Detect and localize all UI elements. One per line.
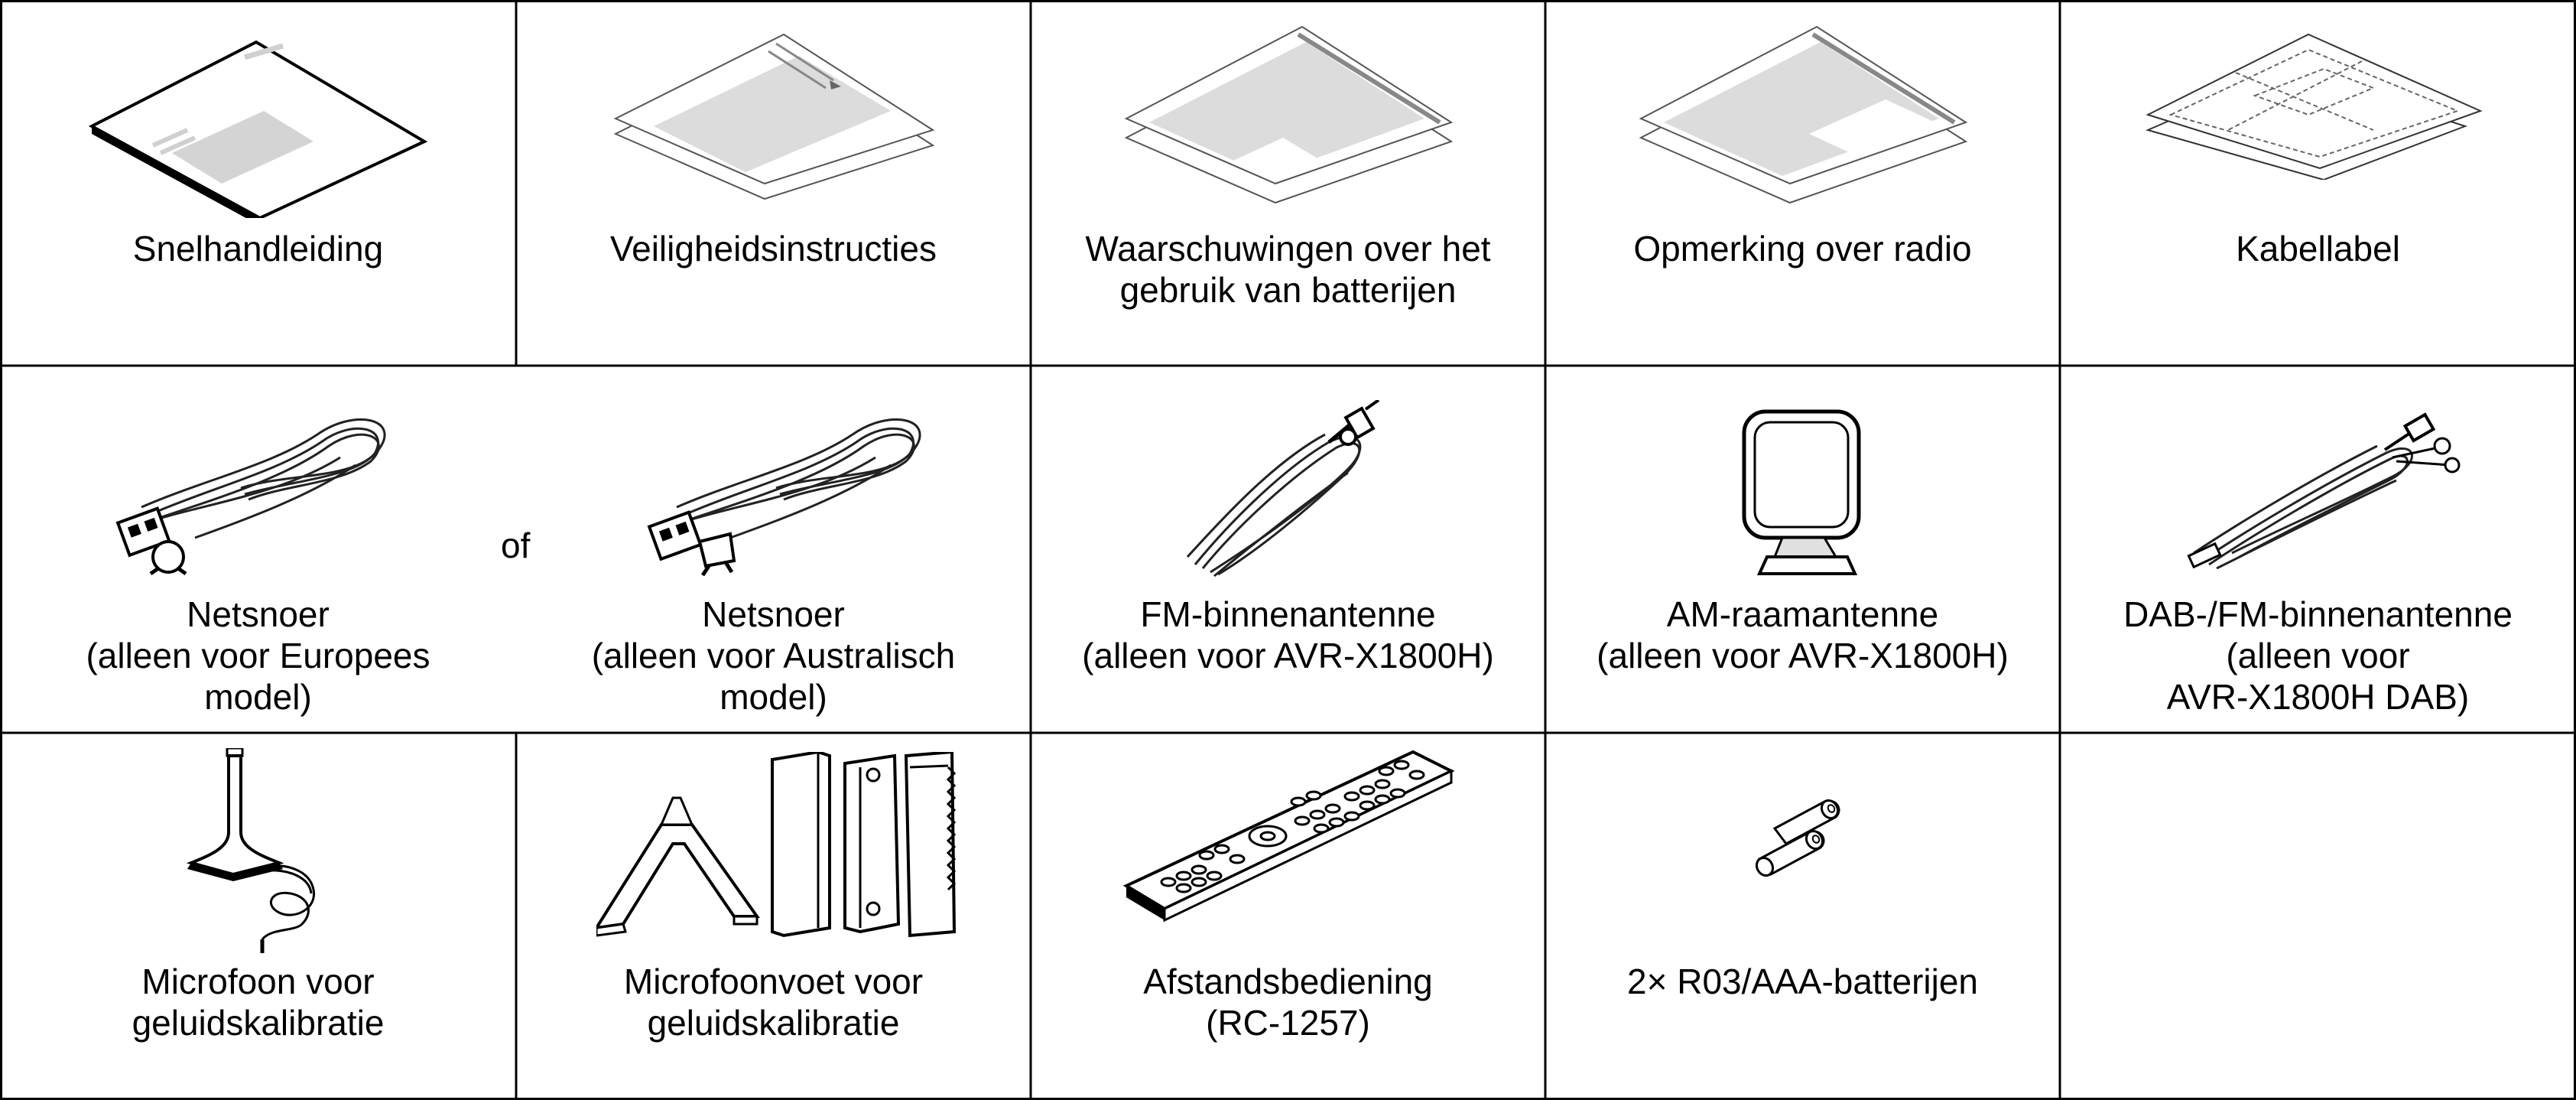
cable-label-icon <box>2146 33 2483 180</box>
item-caption: Opmerking over radio <box>1633 229 1972 268</box>
microphone-stand-icon <box>596 752 957 938</box>
item-caption: DAB-/FM-binnenantenne (alleen voor AVR-X… <box>2123 594 2513 717</box>
am-loop-antenna-icon <box>1742 409 1861 575</box>
item-cell: FM-binnenantenne (alleen voor AVR-X1800H… <box>1031 366 1545 733</box>
item-caption: FM-binnenantenne (alleen voor AVR-X1800H… <box>1082 594 1494 675</box>
item-cell: 2× R03/AAA-batterijen <box>1545 733 2060 1100</box>
item-cell: Waarschuwingen over het gebruik van batt… <box>1031 0 1545 366</box>
dab-fm-antenna-icon <box>2187 412 2461 570</box>
item-caption: Snelhandleiding <box>132 229 384 268</box>
item-caption: Kabellabel <box>2236 229 2400 268</box>
item-caption: Afstandsbediening (RC-1257) <box>1143 962 1433 1043</box>
item-caption: Netsnoer (alleen voor Europees model) <box>86 594 430 717</box>
item-cell: Netsnoer (alleen voor Australisch model) <box>516 366 1031 733</box>
item-caption: Microfoonvoet voor geluidskalibratie <box>623 962 924 1043</box>
empty-cell <box>2060 733 2576 1100</box>
item-caption: Waarschuwingen over het gebruik van batt… <box>1085 229 1491 310</box>
item-cell: Snelhandleiding <box>0 0 516 366</box>
radio-notice-icon <box>1639 25 1968 204</box>
batteries-icon <box>1755 799 1840 877</box>
power-cord-au-icon <box>647 418 921 576</box>
remote-control-icon <box>1122 750 1455 923</box>
item-cell: Microfoonvoet voor geluidskalibratie <box>516 733 1031 1100</box>
item-cell: DAB-/FM-binnenantenne (alleen voor AVR-X… <box>2060 366 2576 733</box>
item-cell: Afstandsbediening (RC-1257) <box>1031 733 1545 1100</box>
battery-warnings-icon <box>1124 25 1454 204</box>
calibration-microphone-icon <box>186 748 315 953</box>
fm-antenna-icon <box>1186 400 1380 578</box>
item-caption: Microfoon voor geluidskalibratie <box>132 962 385 1043</box>
item-cell: Veiligheidsinstructies <box>516 0 1031 366</box>
item-caption: Netsnoer (alleen voor Australisch model) <box>591 594 956 717</box>
item-cell: Netsnoer (alleen voor Europees model) of <box>0 366 530 733</box>
or-separator: of <box>501 526 531 565</box>
item-caption: Veiligheidsinstructies <box>609 229 937 268</box>
item-caption: AM-raamantenne (alleen voor AVR-X1800H) <box>1597 594 2009 675</box>
quick-start-guide-icon <box>88 40 428 218</box>
safety-instructions-icon <box>613 33 935 200</box>
item-cell: Opmerking over radio <box>1545 0 2060 366</box>
item-cell: Microfoon voor geluidskalibratie <box>0 733 516 1100</box>
power-cord-eu-icon <box>115 418 386 576</box>
item-cell: AM-raamantenne (alleen voor AVR-X1800H) <box>1545 366 2060 733</box>
item-cell: Kabellabel <box>2060 0 2576 366</box>
item-caption: 2× R03/AAA-batterijen <box>1627 962 1978 1001</box>
